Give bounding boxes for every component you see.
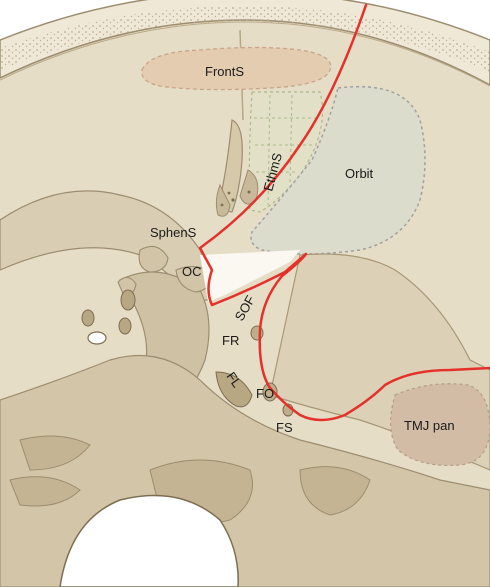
label-orbit: Orbit <box>345 166 374 181</box>
label-foramen-ovale: FO <box>256 386 274 401</box>
label-optic-canal: OC <box>182 264 202 279</box>
label-frontal-sinus: FrontS <box>205 64 244 79</box>
label-foramen-rotundum: FR <box>222 333 239 348</box>
label-sphenoid-sinus: SphenS <box>150 225 197 240</box>
label-tmj-pan: TMJ pan <box>404 418 455 433</box>
label-foramen-spinosum: FS <box>276 420 293 435</box>
